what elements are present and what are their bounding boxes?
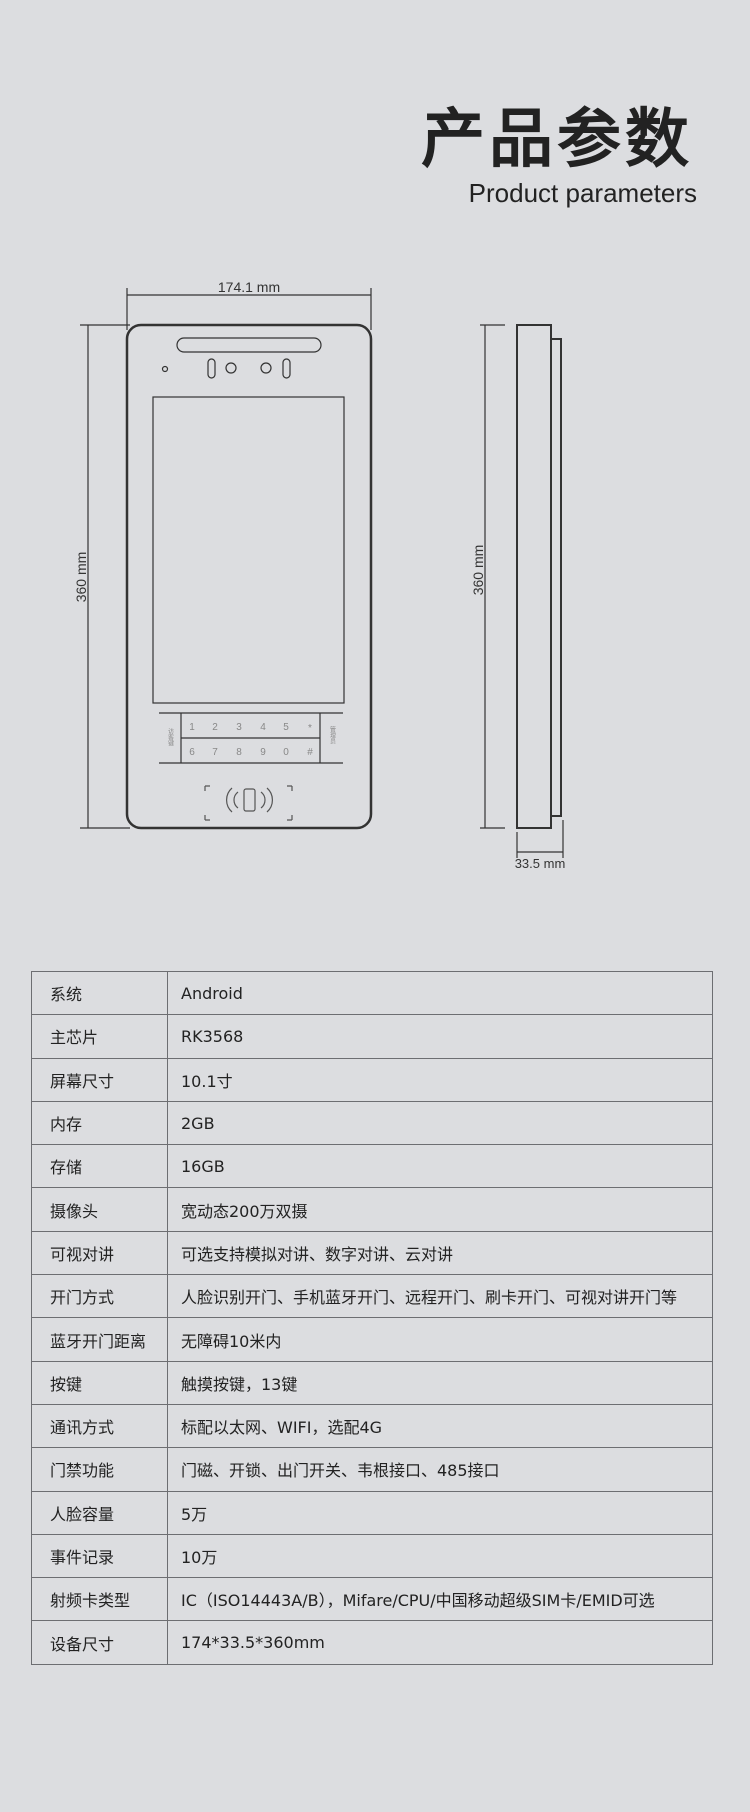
spec-value: IC（ISO14443A/B），Mifare/CPU/中国移动超级SIM卡/EM… bbox=[167, 1577, 713, 1622]
key-8[interactable]: 8 bbox=[236, 747, 242, 758]
spec-label: 按键 bbox=[31, 1360, 168, 1405]
key-3[interactable]: 3 bbox=[236, 722, 242, 733]
key-2[interactable]: 2 bbox=[212, 722, 218, 733]
spec-label: 事件记录 bbox=[31, 1533, 168, 1579]
key-4[interactable]: 4 bbox=[260, 722, 266, 733]
camera-icon bbox=[225, 362, 237, 374]
spec-label: 通讯方式 bbox=[31, 1403, 168, 1449]
table-row: 摄像头宽动态200万双摄 bbox=[31, 1187, 713, 1232]
spec-value: 宽动态200万双摄 bbox=[167, 1187, 713, 1232]
page-title: 产品参数 bbox=[421, 103, 693, 177]
key-right-label[interactable]: 管理员 bbox=[329, 725, 336, 745]
ir-light-icon bbox=[282, 358, 291, 379]
device-front-outline bbox=[125, 323, 373, 830]
key-6[interactable]: 6 bbox=[189, 747, 195, 758]
spec-value: 16GB bbox=[167, 1144, 713, 1189]
spec-value: 可选支持模拟对讲、数字对讲、云对讲 bbox=[167, 1230, 713, 1276]
spec-label: 摄像头 bbox=[31, 1187, 168, 1232]
table-row: 可视对讲可选支持模拟对讲、数字对讲、云对讲 bbox=[31, 1230, 713, 1276]
spec-label: 屏幕尺寸 bbox=[31, 1057, 168, 1102]
spec-value: 无障碍10米内 bbox=[167, 1317, 713, 1362]
spec-label: 蓝牙开门距离 bbox=[31, 1317, 168, 1362]
spec-value: 10.1寸 bbox=[167, 1057, 713, 1102]
table-row: 按键触摸按键，13键 bbox=[31, 1360, 713, 1405]
spec-label: 开门方式 bbox=[31, 1274, 168, 1319]
table-row: 开门方式人脸识别开门、手机蓝牙开门、远程开门、刷卡开门、可视对讲开门等 bbox=[31, 1274, 713, 1319]
spec-value: RK3568 bbox=[167, 1014, 713, 1059]
spec-value: 10万 bbox=[167, 1533, 713, 1579]
spec-value: 门磁、开锁、出门开关、韦根接口、485接口 bbox=[167, 1447, 713, 1492]
mic-hole bbox=[161, 365, 169, 373]
spec-label: 主芯片 bbox=[31, 1014, 168, 1059]
key-5[interactable]: 5 bbox=[283, 722, 289, 733]
nfc-icon bbox=[204, 785, 293, 821]
spec-value: 标配以太网、WIFI，选配4G bbox=[167, 1403, 713, 1449]
spec-label: 门禁功能 bbox=[31, 1447, 168, 1492]
depth-label: 33.5 mm bbox=[515, 856, 566, 870]
spec-label: 可视对讲 bbox=[31, 1230, 168, 1276]
spec-label: 设备尺寸 bbox=[31, 1620, 168, 1665]
spec-value: 2GB bbox=[167, 1100, 713, 1146]
device-drawing: 174.1 mm 360 mm 360 mm 33.5 mm 1 2 3 4 5… bbox=[73, 279, 566, 870]
key-left-label[interactable]: 访客键 bbox=[167, 727, 174, 747]
spec-label: 存储 bbox=[31, 1144, 168, 1189]
table-row: 蓝牙开门距离无障碍10米内 bbox=[31, 1317, 713, 1362]
key-star[interactable]: * bbox=[308, 723, 312, 734]
spec-label: 内存 bbox=[31, 1100, 168, 1146]
key-7[interactable]: 7 bbox=[212, 747, 218, 758]
spec-value: Android bbox=[167, 970, 713, 1016]
table-row: 门禁功能门磁、开锁、出门开关、韦根接口、485接口 bbox=[31, 1447, 713, 1492]
key-9[interactable]: 9 bbox=[260, 747, 266, 758]
light-bar bbox=[176, 337, 322, 353]
spec-value: 人脸识别开门、手机蓝牙开门、远程开门、刷卡开门、可视对讲开门等 bbox=[167, 1274, 713, 1319]
key-1[interactable]: 1 bbox=[189, 722, 195, 733]
key-0[interactable]: 0 bbox=[283, 747, 289, 758]
ir-light-icon bbox=[207, 358, 216, 379]
table-row: 通讯方式标配以太网、WIFI，选配4G bbox=[31, 1403, 713, 1449]
spec-label: 人脸容量 bbox=[31, 1490, 168, 1535]
spec-label: 射频卡类型 bbox=[31, 1577, 168, 1622]
camera-icon bbox=[260, 362, 272, 374]
spec-label: 系统 bbox=[31, 970, 168, 1016]
page-subtitle: Product parameters bbox=[468, 178, 697, 208]
side-height-label: 360 mm bbox=[470, 545, 486, 596]
screen bbox=[152, 396, 345, 704]
spec-value: 5万 bbox=[167, 1490, 713, 1535]
key-hash[interactable]: # bbox=[307, 747, 313, 758]
device-side-outline bbox=[516, 324, 552, 829]
width-label: 174.1 mm bbox=[218, 279, 280, 295]
height-label: 360 mm bbox=[73, 552, 89, 603]
spec-value: 174*33.5*360mm bbox=[167, 1620, 713, 1665]
spec-value: 触摸按键，13键 bbox=[167, 1360, 713, 1405]
